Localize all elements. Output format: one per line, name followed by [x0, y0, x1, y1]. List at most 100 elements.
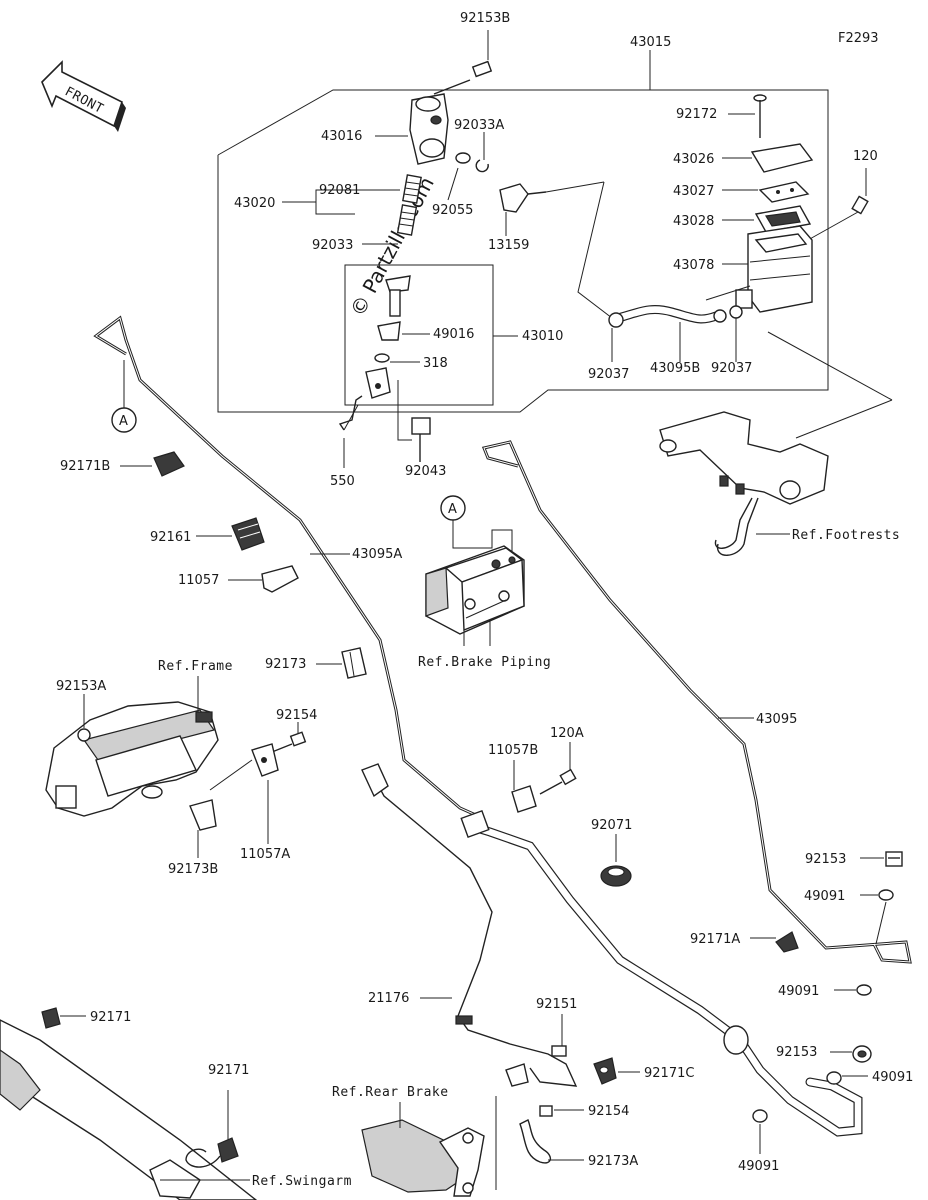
label-43010[interactable]: 43010 [522, 329, 563, 344]
label-92154-top[interactable]: 92154 [276, 708, 317, 723]
plate-43027[interactable] [758, 181, 810, 203]
label-318[interactable]: 318 [423, 356, 448, 371]
sensor-bracket[interactable] [505, 1063, 553, 1117]
label-49091-bottom[interactable]: 49091 [738, 1159, 779, 1174]
label-21176[interactable]: 21176 [368, 991, 409, 1006]
label-11057[interactable]: 11057 [178, 573, 219, 588]
rear-brake-hose[interactable] [460, 809, 863, 1137]
clamp-11057[interactable] [261, 565, 299, 593]
bolt-92154-top[interactable] [271, 731, 307, 753]
label-43026[interactable]: 43026 [673, 152, 714, 167]
label-92033[interactable]: 92033 [312, 238, 353, 253]
label-43095B[interactable]: 43095B [650, 361, 700, 376]
label-49091-top[interactable]: 49091 [804, 889, 845, 904]
pin-92043[interactable] [411, 417, 431, 462]
label-43095[interactable]: 43095 [756, 712, 797, 727]
grommet-92071[interactable] [600, 865, 632, 887]
diaphragm-43028[interactable] [754, 205, 812, 233]
ref-footrests[interactable]: Ref.Footrests [792, 528, 900, 543]
label-43095A[interactable]: 43095A [352, 547, 402, 562]
clevis-joint[interactable] [338, 367, 391, 431]
label-92171-bottom[interactable]: 92171 [208, 1063, 249, 1078]
label-92071[interactable]: 92071 [591, 818, 632, 833]
ref-swingarm[interactable]: Ref.Swingarm [252, 1174, 352, 1189]
washer-49091-top[interactable] [878, 889, 894, 901]
clamp-11057B[interactable] [511, 785, 537, 813]
clamp-92171B[interactable] [153, 451, 185, 477]
label-92153-bottom[interactable]: 92153 [776, 1045, 817, 1060]
label-43015[interactable]: 43015 [630, 35, 671, 50]
bolt-92153A[interactable] [77, 728, 91, 742]
label-92037-left[interactable]: 92037 [588, 367, 629, 382]
clip-92055[interactable] [475, 159, 489, 173]
label-92151[interactable]: 92151 [536, 997, 577, 1012]
clamp-11057A[interactable] [251, 743, 279, 777]
fitting-13159[interactable] [499, 183, 547, 213]
label-92153A[interactable]: 92153A [56, 679, 106, 694]
label-120A[interactable]: 120A [550, 726, 584, 741]
label-92171A[interactable]: 92171A [690, 932, 740, 947]
bolt-120A[interactable] [539, 768, 577, 795]
clamp-92171A[interactable] [775, 931, 799, 953]
grommet-92161[interactable] [231, 517, 265, 551]
reservoir-43078[interactable] [735, 225, 813, 313]
ref-frame[interactable]: Ref.Frame [158, 659, 233, 674]
label-49091-mid[interactable]: 49091 [778, 984, 819, 999]
label-49016[interactable]: 49016 [433, 327, 474, 342]
o-ring-92033A[interactable] [455, 152, 471, 164]
label-92161[interactable]: 92161 [150, 530, 191, 545]
brake-pipe-43095A[interactable] [93, 315, 479, 818]
label-11057A[interactable]: 11057A [240, 847, 290, 862]
label-92173B[interactable]: 92173B [168, 862, 218, 877]
bolt-92153-bottom[interactable] [852, 1045, 872, 1063]
label-13159[interactable]: 13159 [488, 238, 529, 253]
label-92037-right[interactable]: 92037 [711, 361, 752, 376]
label-92081[interactable]: 92081 [319, 183, 360, 198]
label-92154-bottom[interactable]: 92154 [588, 1104, 629, 1119]
washer-49091-bottom[interactable] [752, 1109, 768, 1123]
label-92153B[interactable]: 92153B [460, 11, 510, 26]
cap-43026[interactable] [750, 143, 814, 173]
bolt-92153-top[interactable] [885, 851, 903, 867]
label-92055[interactable]: 92055 [432, 203, 473, 218]
reservoir-body-43016[interactable] [409, 93, 449, 165]
clamp-92173B[interactable] [189, 799, 217, 831]
bolt-92153B[interactable] [433, 30, 493, 95]
hose-43095B[interactable] [608, 305, 743, 328]
screw-120[interactable] [851, 168, 869, 215]
label-43020[interactable]: 43020 [234, 196, 275, 211]
label-92171B[interactable]: 92171B [60, 459, 110, 474]
sensor-cable-21176[interactable] [361, 763, 578, 1087]
brake-pipe-43095[interactable] [481, 440, 912, 964]
label-92043[interactable]: 92043 [405, 464, 446, 479]
label-92173[interactable]: 92173 [265, 657, 306, 672]
clamp-92171-bottom[interactable] [185, 1137, 239, 1168]
ref-brake-piping[interactable]: Ref.Brake Piping [418, 655, 551, 670]
screw-92172[interactable] [753, 94, 767, 138]
label-120[interactable]: 120 [853, 149, 878, 164]
spring-92033[interactable] [396, 204, 418, 236]
clamp-92171-top[interactable] [41, 1007, 61, 1029]
label-92173A[interactable]: 92173A [588, 1154, 638, 1169]
piston-assembly-43010[interactable] [374, 275, 411, 363]
label-43028[interactable]: 43028 [673, 214, 714, 229]
clamp-92173[interactable] [341, 647, 367, 679]
label-49091-right[interactable]: 49091 [872, 1070, 913, 1085]
label-43016[interactable]: 43016 [321, 129, 362, 144]
label-92153-top[interactable]: 92153 [805, 852, 846, 867]
label-92171C[interactable]: 92171C [644, 1066, 694, 1081]
clamp-92171C[interactable] [593, 1057, 617, 1085]
ref-rear-brake[interactable]: Ref.Rear Brake [332, 1085, 449, 1100]
washer-49091-right[interactable] [826, 1071, 842, 1085]
label-43078[interactable]: 43078 [673, 258, 714, 273]
label-43027[interactable]: 43027 [673, 184, 714, 199]
label-550[interactable]: 550 [330, 474, 355, 489]
spring-92081[interactable] [402, 174, 422, 204]
label-92033A[interactable]: 92033A [454, 118, 504, 133]
label-11057B[interactable]: 11057B [488, 743, 538, 758]
washer-49091-mid[interactable] [856, 984, 872, 996]
label-92171-top[interactable]: 92171 [90, 1010, 131, 1025]
clamp-92173A[interactable] [519, 1119, 551, 1164]
label-92172[interactable]: 92172 [676, 107, 717, 122]
bolt-92151[interactable] [551, 1045, 567, 1057]
